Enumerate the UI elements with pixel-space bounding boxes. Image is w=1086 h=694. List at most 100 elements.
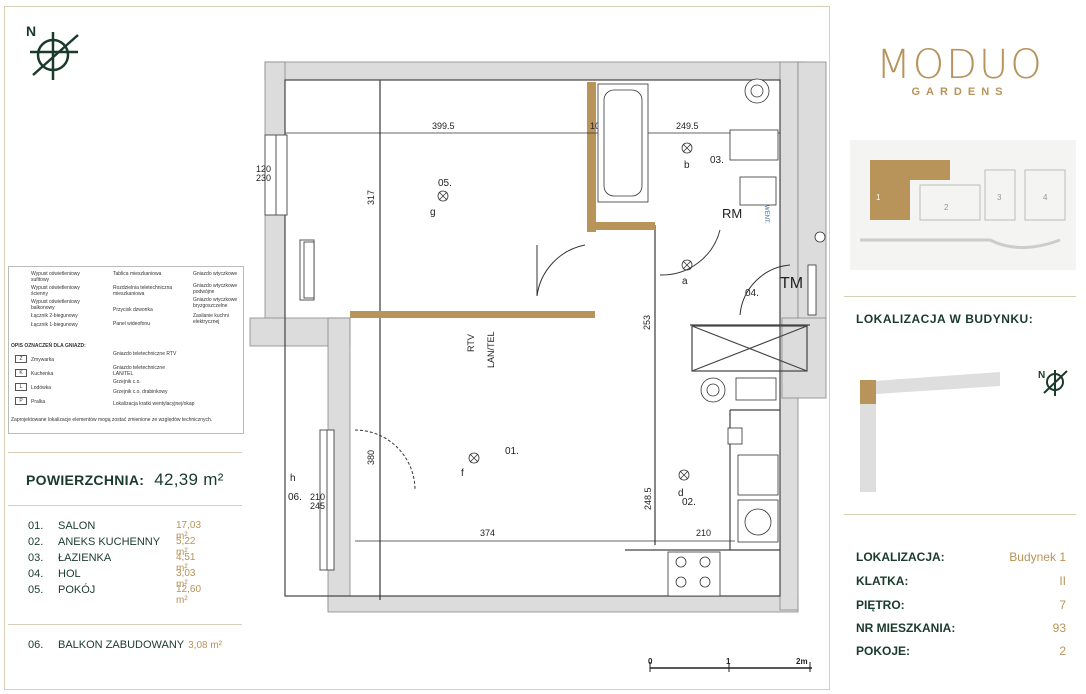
divider	[8, 452, 242, 453]
legend-item: Przycisk dzwonka	[113, 307, 153, 313]
scale-bar: 0 1 2m	[648, 657, 812, 672]
location-title: LOKALIZACJA W BUDYNKU:	[856, 312, 1034, 326]
legend-item: Lokalizacja kratki wentylacyjnej/okap	[113, 401, 195, 407]
brand-subtitle: GARDENS	[911, 86, 1009, 98]
dim-317: 317	[366, 190, 376, 205]
room-label-06: 06.	[288, 492, 302, 503]
compass-label: N	[26, 23, 36, 39]
legend-item: Łącznik 1-biegunowy	[31, 322, 78, 328]
scale-1: 1	[726, 657, 731, 666]
divider	[844, 296, 1076, 297]
letter-g: g	[430, 207, 436, 218]
legend-item: Lodówka	[31, 385, 52, 391]
compass-icon: N	[26, 23, 79, 80]
legend-letter: L	[15, 383, 27, 391]
legend-item: Wypust oświetleniowy ścienny	[31, 285, 80, 297]
svg-text:4: 4	[1043, 193, 1048, 202]
accent-walls	[350, 82, 655, 318]
dimension-lines	[285, 82, 780, 600]
detail-row: LOKALIZACJA:Budynek 1	[856, 550, 1066, 564]
divider	[844, 514, 1076, 515]
room-area: 4,51 m²	[176, 552, 196, 574]
floor-plan: N	[26, 23, 827, 672]
lan-label: LAN/TEL	[486, 331, 496, 368]
legend-item: Gniazdo wtyczkowe bryzgoszczelne	[193, 297, 238, 309]
room-area: 12,60 m²	[176, 584, 202, 606]
legend-letter: P	[15, 397, 27, 405]
divider	[8, 624, 242, 625]
detail-row: NR MIESZKANIA:93	[856, 621, 1066, 635]
legend-item: Panel wideofonu	[113, 321, 150, 327]
svg-text:2: 2	[944, 203, 949, 212]
legend-item: Gniazdo wtyczkowe	[193, 271, 238, 277]
room-label-04: 04.	[745, 288, 759, 299]
plan-frame	[4, 6, 830, 690]
scale-2: 2m	[796, 657, 808, 666]
dim-253: 253	[642, 315, 652, 330]
room-area: 17,03 m²	[176, 520, 202, 542]
detail-row: KLATKA:II	[856, 574, 1066, 588]
list-item: 04.HOL	[28, 568, 81, 580]
legend-item: Pralka	[31, 399, 46, 405]
legend-item: Gniazdo wtyczkowe podwójne	[193, 283, 238, 295]
dim-374: 374	[480, 528, 495, 538]
light-fixtures	[437, 142, 693, 481]
letter-f: f	[461, 468, 464, 479]
dim-399: 399.5	[432, 121, 455, 131]
legend-item: Wypust oświetleniowy sufitowy	[31, 271, 80, 283]
room-label-05: 05.	[438, 178, 452, 189]
legend-item: Zmywarka	[31, 357, 55, 363]
dim-230: 230	[256, 173, 271, 183]
bathroom-fixtures	[700, 78, 779, 403]
dim-248: 248.5	[643, 487, 653, 510]
letter-a: a	[682, 276, 688, 287]
info-panel: MODUO GARDENS 1 2 3 4 LOKALIZACJA W BUDY…	[838, 6, 1082, 690]
compass-small-icon: N	[1038, 370, 1068, 396]
room-label-03: 03.	[710, 155, 724, 166]
went-label: WENT.	[763, 205, 769, 224]
room-area: 3,03 m²	[176, 568, 196, 590]
legend-item: Grzejnik c.o. drabinkowy	[113, 389, 168, 395]
logo: MODUO GARDENS	[838, 42, 1082, 98]
legend: Wypust oświetleniowy sufitowy Wypust ośw…	[8, 266, 244, 434]
letter-d: d	[678, 488, 684, 499]
room-label-02: 02.	[682, 497, 696, 508]
area-label: POWIERZCHNIA:	[26, 472, 145, 488]
dim-249: 249.5	[676, 121, 699, 131]
dim-380: 380	[366, 450, 376, 465]
legend-note: Zaprojektowane lokalizacje elementów mog…	[11, 417, 213, 423]
rm-label: RM	[722, 206, 742, 221]
compass-small-label: N	[1038, 370, 1045, 381]
brand-name: MODUO	[876, 42, 1044, 88]
site-map: 1 2 3 4	[850, 140, 1076, 270]
rtv-label: RTV	[466, 334, 476, 352]
legend-letter: Z	[15, 355, 27, 363]
list-item: 03.ŁAZIENKA	[28, 552, 112, 564]
letter-b: b	[684, 160, 690, 171]
dim-245: 245	[310, 501, 325, 511]
legend-item: Gniazdo teletechniczne RTV	[113, 351, 177, 357]
letter-h: h	[290, 473, 296, 484]
legend-item: Łącznik 2-biegunowy	[31, 313, 78, 319]
legend-item: Rozdzielnia teletechniczna mieszkaniowa	[113, 285, 173, 297]
bathtub	[597, 83, 649, 203]
legend-item: Kuchenka	[31, 371, 54, 377]
radiator-hall	[807, 264, 817, 316]
room-area: 5,22 m²	[176, 536, 196, 558]
legend-item: Wypust oświetleniowy balkonowy	[31, 299, 80, 311]
dim-210: 210	[696, 528, 711, 538]
total-area: POWIERZCHNIA:42,39 m²	[26, 470, 224, 490]
dim-210b: 210	[310, 492, 325, 502]
legend-letter: K	[15, 369, 27, 377]
divider	[8, 505, 242, 506]
radiator	[303, 241, 315, 299]
legend-item: Gniazdo teletechniczne LAN/TEL	[113, 365, 165, 377]
list-item: 05.POKÓJ	[28, 584, 96, 596]
legend-item: Zasilanie kuchni elektrycznej	[193, 313, 229, 325]
dim-120: 120	[256, 164, 271, 174]
room-label-01: 01.	[505, 446, 519, 457]
detail-row: POKOJE:2	[856, 644, 1066, 658]
legend-item: Grzejnik c.o.	[113, 379, 141, 385]
detail-row: PIĘTRO:7	[856, 598, 1066, 612]
